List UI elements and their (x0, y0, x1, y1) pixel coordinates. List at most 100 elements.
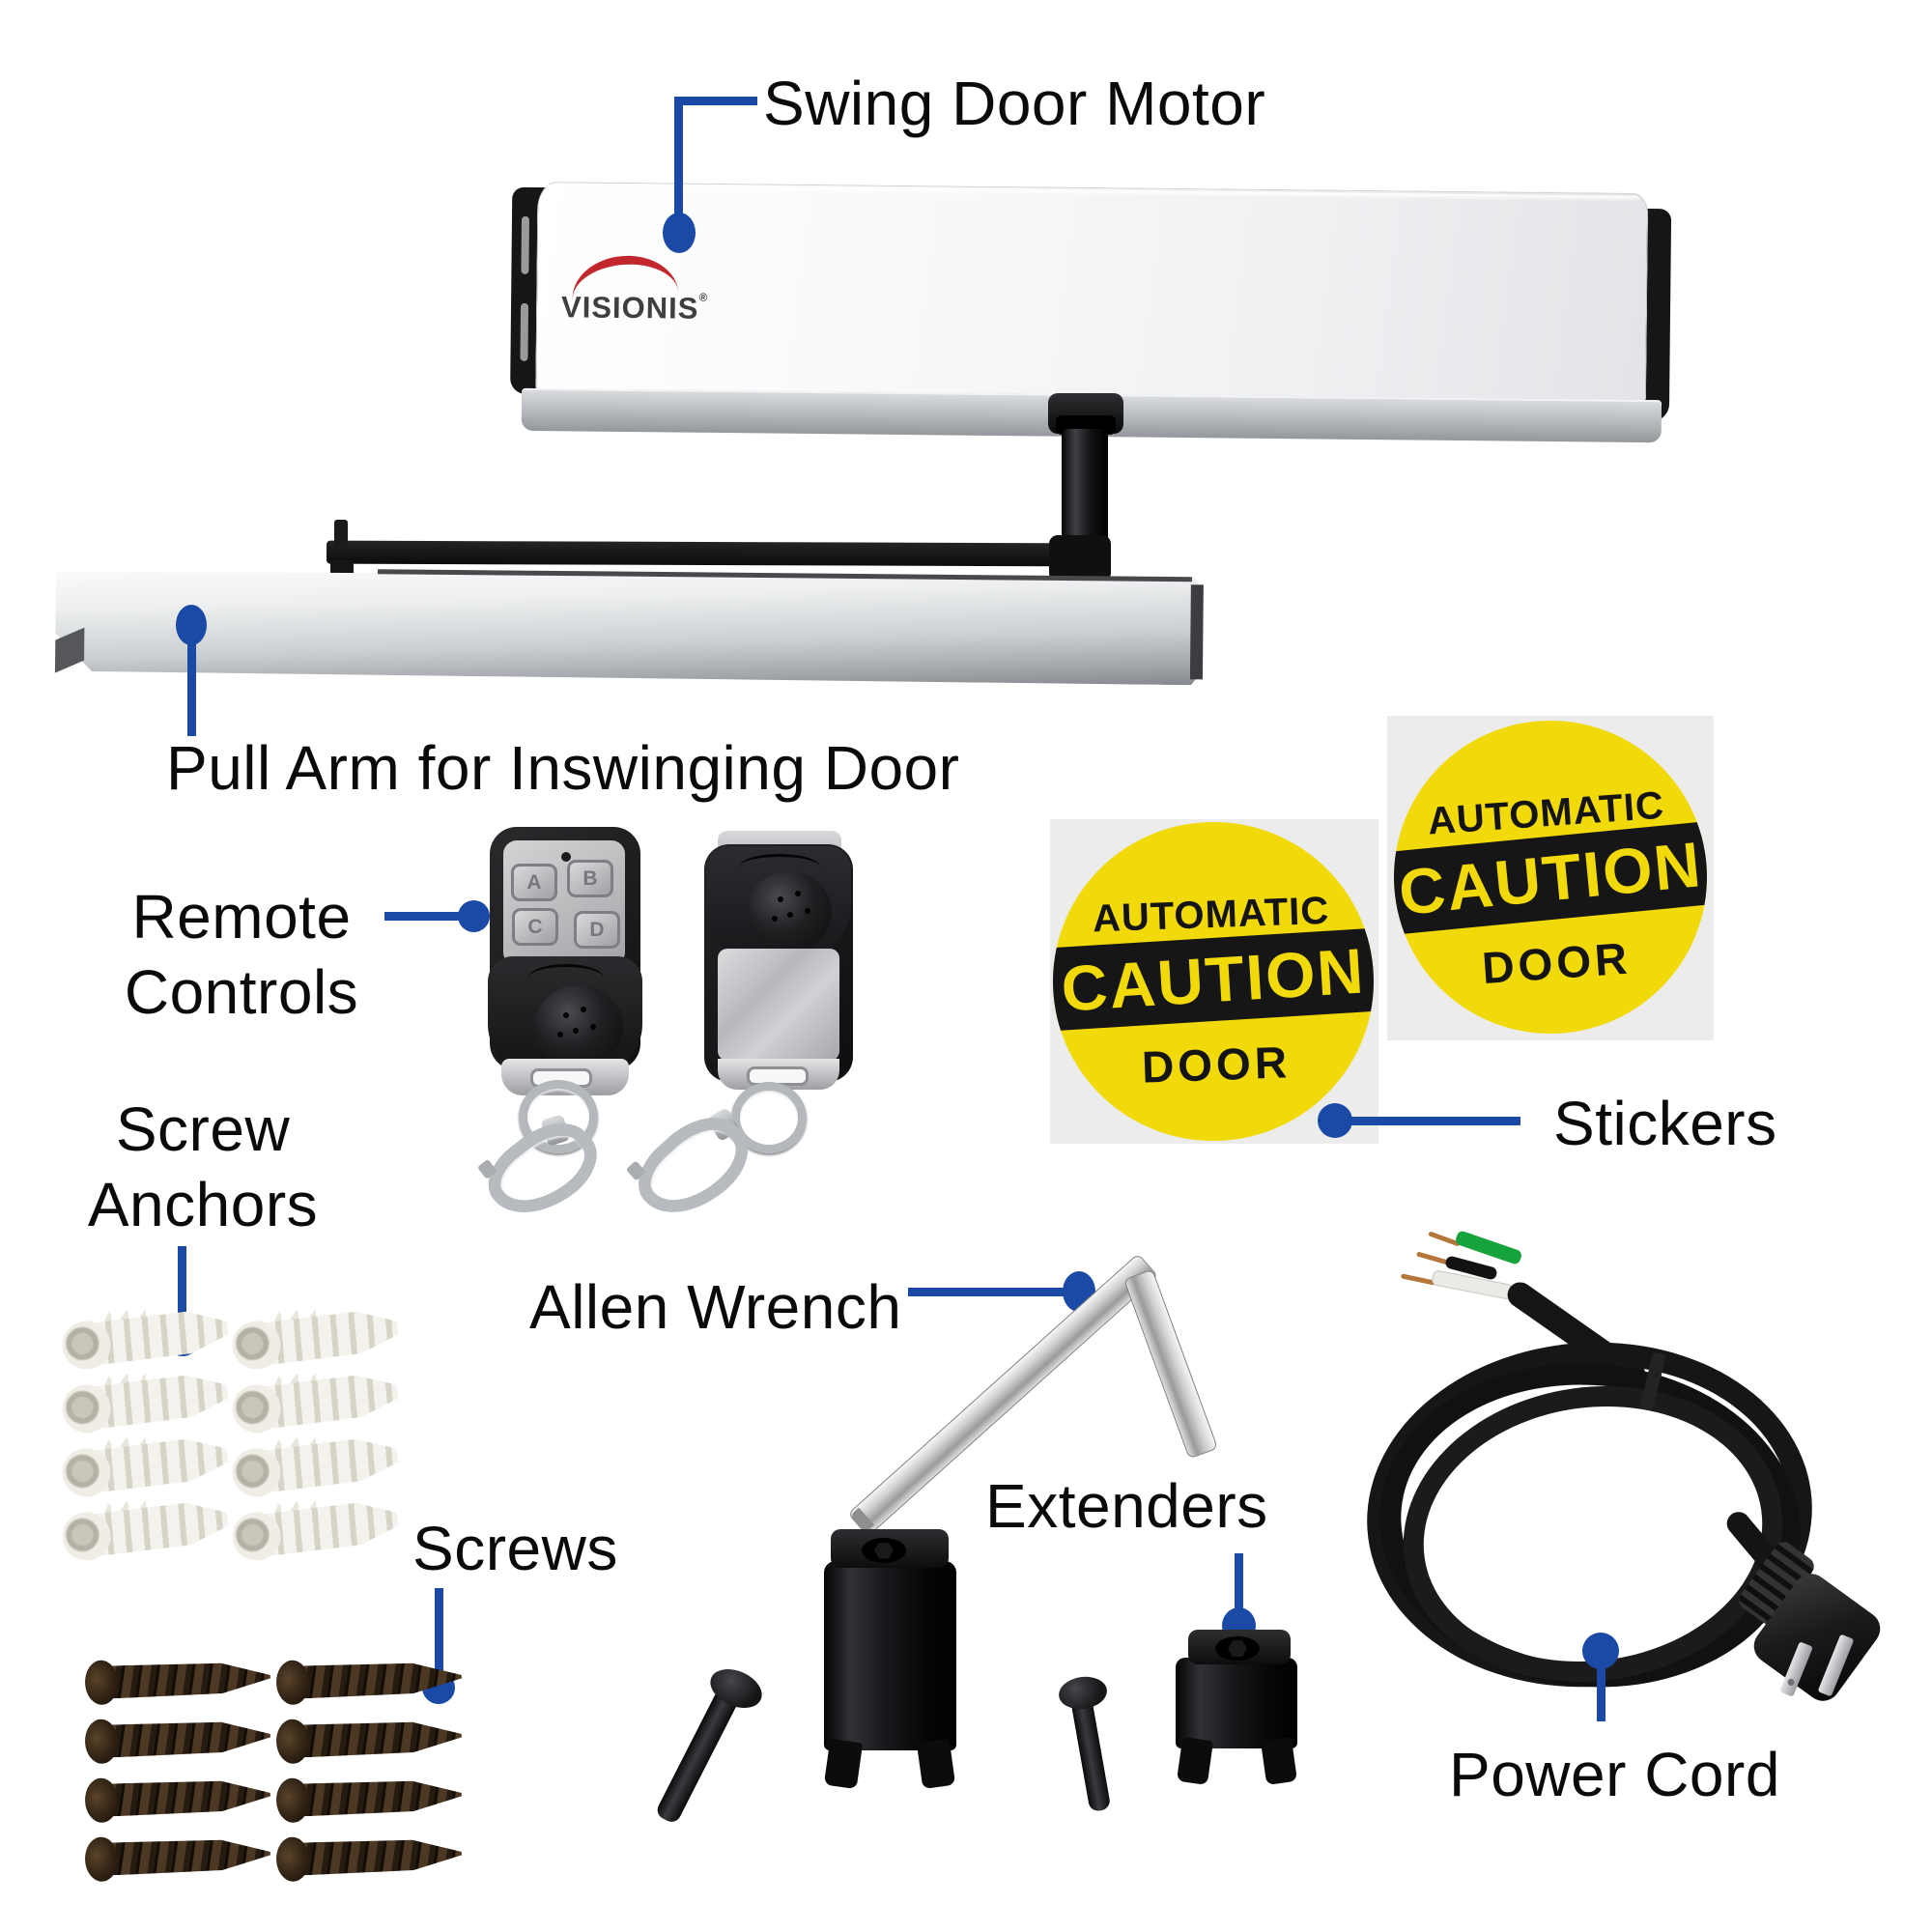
power-cord-copper-tip-2 (1415, 1251, 1450, 1265)
label-swing-door-motor: Swing Door Motor (763, 69, 1266, 138)
label-remote-line2: Controls (124, 957, 359, 1027)
callout-line-motor-h (674, 97, 757, 105)
callout-line-stickers (1345, 1117, 1520, 1125)
pull-arm-image (55, 566, 1204, 685)
remote-button-b: B (567, 860, 613, 897)
screw (84, 1655, 270, 1706)
extender-pin-2-shaft (1070, 1696, 1112, 1813)
screw-shaft (298, 1778, 462, 1817)
callout-dot-motor (663, 213, 696, 253)
extender-short-leg-left (1176, 1736, 1214, 1786)
callout-line-pull-arm (187, 639, 196, 736)
screw-shaft (298, 1837, 462, 1876)
registered-mark: ® (698, 290, 709, 304)
sticker-1-caution-text: CAUTION (1059, 934, 1368, 1025)
remote-1-speaker-arc (528, 964, 604, 992)
label-power-cord: Power Cord (1449, 1740, 1780, 1809)
label-pull-arm: Pull Arm for Inswinging Door (166, 733, 960, 803)
remote-control-1: A B C D (474, 827, 642, 1236)
screw (275, 1655, 462, 1706)
extender-short-hex-hole (1215, 1636, 1260, 1661)
screw-anchor-body (263, 1371, 400, 1429)
screw-shaft (298, 1661, 462, 1699)
callout-dot-power (1582, 1633, 1619, 1669)
label-screw-anchors: Screw Anchors (72, 1092, 333, 1242)
remote-button-c: C (512, 908, 558, 946)
remote-control-2 (623, 829, 855, 1236)
extender-tall-hex-hole (862, 1538, 906, 1563)
pull-arm-elbow (1049, 535, 1111, 582)
screw-anchor-body (93, 1435, 230, 1492)
callout-line-anchors (178, 1246, 186, 1333)
sticker-2-door-text: DOOR (1480, 932, 1633, 994)
screws-group (84, 1655, 468, 1883)
caution-sticker-1: AUTOMATIC CAUTION DOOR (1047, 816, 1379, 1147)
extender-short-body (1176, 1658, 1297, 1748)
screw-shaft (107, 1778, 270, 1817)
label-anchors-line1: Screw (115, 1094, 291, 1164)
callout-line-power (1597, 1663, 1605, 1721)
screw-shaft (298, 1719, 462, 1758)
remote-button-d: D (574, 911, 620, 949)
caution-sticker-2: AUTOMATIC CAUTION DOOR (1383, 710, 1718, 1044)
screw-anchors-group (59, 1310, 402, 1564)
screw-anchor (59, 1364, 231, 1438)
allen-wrench-short-arm (1122, 1268, 1219, 1460)
screw-anchor (229, 1364, 401, 1438)
extender-short-leg-right (1260, 1736, 1298, 1786)
pull-arm-rail-end-cap (1189, 584, 1204, 680)
screw-anchor-body (93, 1371, 230, 1429)
sticker-1-door-text: DOOR (1141, 1037, 1292, 1093)
remote-2-speaker-dome (747, 871, 832, 952)
screw-shaft (107, 1719, 270, 1758)
callout-line-screws (435, 1588, 443, 1681)
label-remote-controls: Remote Controls (106, 879, 377, 1030)
pull-arm-rail-face (55, 566, 1204, 685)
label-screws: Screws (412, 1514, 618, 1583)
screw-anchor (59, 1492, 231, 1566)
screw (84, 1832, 270, 1883)
remote-1-led (561, 852, 571, 862)
screw (275, 1773, 462, 1824)
visionis-logo: VISIONIS® (561, 251, 726, 327)
extender-tall-leg-right (916, 1738, 956, 1790)
remote-2-front-plate (718, 949, 839, 1061)
screw (84, 1773, 270, 1824)
sticker-1-band: CAUTION (1047, 926, 1379, 1033)
pull-arm-slider-pin (334, 520, 348, 547)
extender-tall-body (824, 1561, 956, 1750)
remote-button-a: A (511, 864, 557, 901)
screw-anchor-body (93, 1498, 230, 1556)
remote-2-keyring (731, 1082, 807, 1153)
power-cord-copper-tip-3 (1400, 1273, 1436, 1286)
label-allen-wrench: Allen Wrench (529, 1272, 902, 1342)
pull-arm-bar (326, 540, 1093, 567)
screw-anchor (229, 1300, 401, 1375)
caution-sticker-2-circle: AUTOMATIC CAUTION DOOR (1383, 710, 1718, 1044)
remote-1-speaker-dome (534, 985, 623, 1068)
screw-anchor (229, 1428, 401, 1502)
callout-dot-stickers (1318, 1103, 1352, 1138)
label-extenders: Extenders (985, 1471, 1268, 1541)
label-remote-line1: Remote (131, 882, 352, 952)
screw (84, 1714, 270, 1765)
callout-dot-pull-arm (176, 605, 207, 645)
screw-anchor (59, 1300, 231, 1375)
callout-line-allen (908, 1288, 1070, 1296)
extender-pin-1-shaft (654, 1685, 742, 1826)
label-stickers: Stickers (1553, 1089, 1777, 1158)
screw (275, 1714, 462, 1765)
screw-anchor (59, 1428, 231, 1502)
remote-2-speaker-arc (739, 854, 820, 880)
callout-line-motor-v (674, 97, 683, 224)
screw-anchor-body (263, 1435, 400, 1492)
screw-anchor (229, 1492, 401, 1566)
screw-shaft (107, 1837, 270, 1876)
extender-tall-leg-left (823, 1738, 864, 1790)
label-anchors-line2: Anchors (87, 1170, 319, 1239)
screw-anchor-body (263, 1498, 400, 1556)
screw-anchor-body (263, 1307, 400, 1365)
callout-line-extenders (1235, 1553, 1243, 1613)
screw (275, 1832, 462, 1883)
